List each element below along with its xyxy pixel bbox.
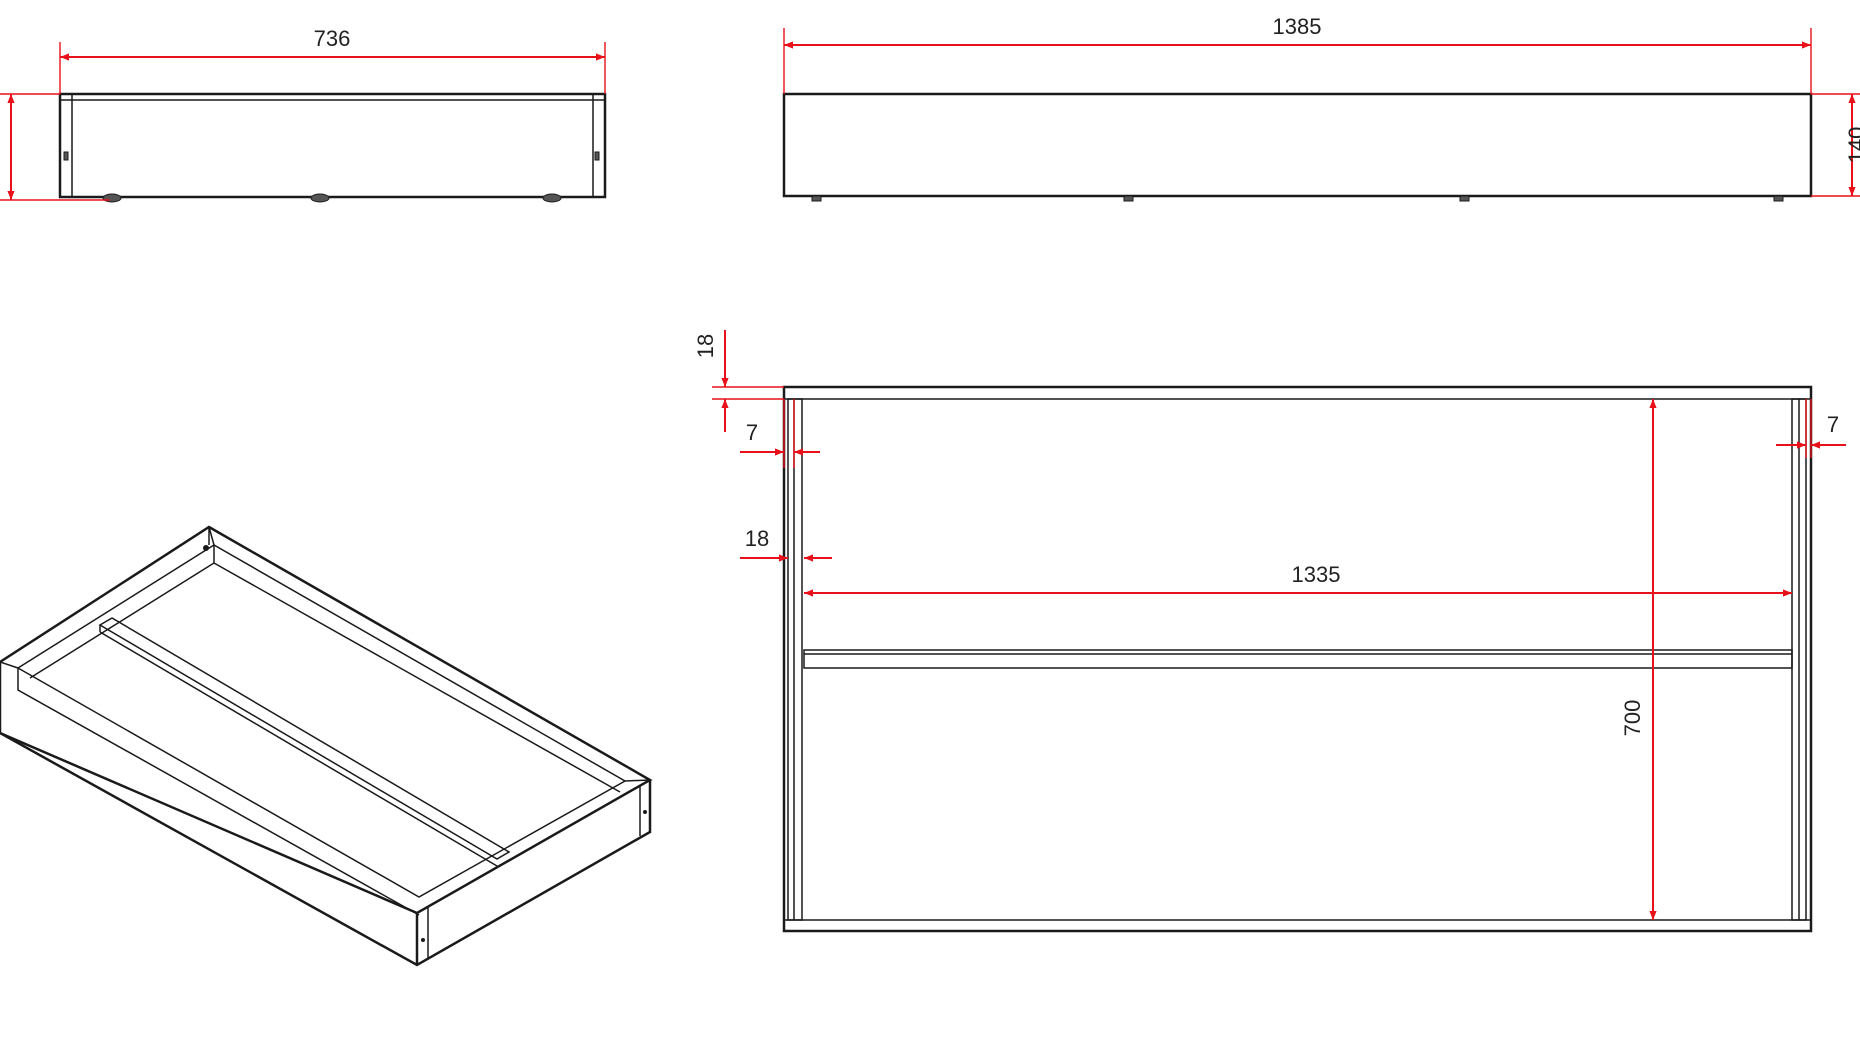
top-thickness-label: 18	[693, 334, 718, 358]
top-thickness-dimension: 18	[693, 330, 784, 432]
side-view	[782, 92, 1813, 202]
left-gap-label: 7	[746, 420, 758, 445]
left-gap-dimension: 7	[740, 399, 820, 468]
left-rail-dimension: 18	[740, 526, 832, 562]
right-gap-dimension: 7	[1776, 399, 1846, 458]
front-width-label: 736	[314, 26, 351, 51]
front-height-dimension	[0, 93, 110, 201]
top-view	[782, 385, 1813, 933]
side-height-dimension: 140	[1811, 93, 1860, 197]
right-gap-label: 7	[1827, 412, 1839, 437]
side-length-label: 1385	[1273, 14, 1322, 39]
front-view	[58, 92, 607, 203]
left-rail-label: 18	[745, 526, 769, 551]
inner-depth-label: 700	[1620, 700, 1645, 737]
inner-length-dimension: 1335	[804, 562, 1792, 597]
isometric-view	[0, 525, 653, 967]
inner-depth-dimension: 700	[1620, 399, 1657, 920]
side-length-dimension: 1385	[783, 14, 1812, 94]
front-width-dimension: 736	[59, 26, 606, 94]
side-height-label: 140	[1844, 127, 1860, 164]
inner-length-label: 1335	[1292, 562, 1341, 587]
